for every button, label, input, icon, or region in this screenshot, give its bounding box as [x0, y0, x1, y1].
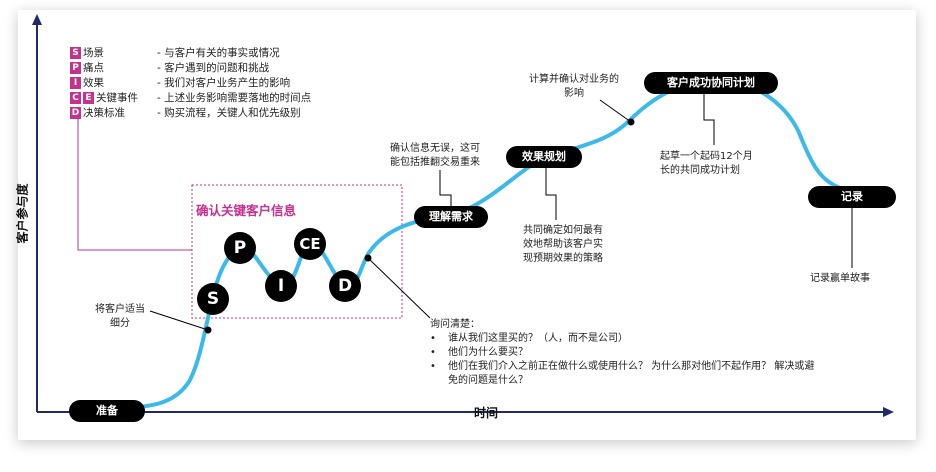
legend-desc: - 我们对客户业务产生的影响	[157, 77, 291, 89]
note-ask-title: 询问清楚：	[430, 319, 480, 330]
focus-box-title: 确认关键客户信息	[196, 203, 297, 218]
legend-row-i: I 效果 - 我们对客户业务产生的影响	[70, 75, 290, 90]
draft-connector	[703, 94, 715, 145]
note-draft-plan: 起草一个起码12个月 长的共同成功计划	[660, 150, 753, 178]
segment-connector	[149, 310, 209, 331]
x-axis-arrow	[883, 407, 894, 417]
legend-name: 痛点	[83, 62, 104, 74]
note-segment: 将客户适当 细分	[90, 303, 150, 331]
circle-i: I	[265, 270, 297, 302]
circle-s: S	[197, 283, 229, 315]
ask-connector	[367, 257, 431, 319]
legend-letter-i: I	[70, 76, 81, 89]
note-record-story: 记录赢单故事	[810, 273, 870, 284]
legend-letter-c: C	[70, 91, 81, 104]
circle-p: P	[224, 232, 256, 264]
ask-item: 他们为什么要买？	[430, 346, 830, 360]
segment-dot	[204, 326, 212, 334]
confirm-connector	[439, 170, 452, 207]
note-confirm-info: 确认信息无误，这可 能包括推翻交易重来	[390, 142, 480, 170]
ask-dot	[364, 254, 372, 262]
note-line: 将客户适当	[95, 304, 145, 315]
stage-success-plan: 客户成功协同计划	[644, 72, 778, 94]
legend-row-ce: C E 关键事件 - 上述业务影响需要落地的时间点	[70, 90, 311, 105]
focus-box	[191, 184, 403, 319]
legend-name: 决策标准	[83, 107, 125, 119]
legend-letter-e: E	[83, 91, 94, 104]
y-axis-arrow	[32, 14, 42, 25]
note-line: 共同确定如何最有	[523, 225, 603, 236]
legend-desc: - 与客户有关的事实或情况	[157, 47, 280, 59]
note-line: 长的共同成功计划	[660, 165, 740, 176]
note-line: 效地帮助该客户实	[523, 239, 603, 250]
calc-dot	[627, 118, 635, 126]
legend-desc: - 上述业务影响需要落地的时间点	[157, 92, 312, 104]
legend-name: 效果	[83, 77, 104, 89]
note-line: 确认信息无误，这可	[390, 143, 480, 154]
stage-prepare: 准备	[69, 400, 145, 422]
x-axis-label: 时间	[474, 406, 499, 420]
y-axis-label: 客户参与度	[15, 183, 30, 244]
legend-desc: - 客户遇到的问题和挑战	[157, 62, 270, 74]
note-line: 起草一个起码12个月	[660, 151, 753, 162]
joint-connector	[545, 168, 557, 220]
stage-record: 记录	[808, 186, 896, 208]
note-calc-impact: 计算并确认对业务的 影响	[524, 73, 624, 101]
stage-understand: 理解需求	[414, 206, 488, 228]
legend-desc: - 购买流程，关键人和优先级别	[157, 107, 301, 119]
circle-ce: CE	[294, 228, 326, 260]
note-line: 细分	[110, 318, 130, 329]
stage-plan: 效果规划	[506, 146, 582, 168]
legend-name: 关键事件	[96, 92, 138, 104]
circle-d: D	[329, 270, 361, 302]
note-line: 现预期效果的策略	[523, 253, 603, 264]
ask-item: 谁从我们这里买的？（人，而不是公司）	[430, 332, 830, 346]
note-line: 能包括推翻交易重来	[390, 157, 480, 168]
legend-letter-d: D	[70, 106, 81, 119]
legend-row-p: P 痛点 - 客户遇到的问题和挑战	[70, 60, 269, 75]
calc-connector	[599, 99, 632, 123]
legend-letter-p: P	[70, 61, 81, 74]
legend-name: 场景	[83, 47, 104, 59]
legend-letter-s: S	[70, 46, 81, 59]
ask-item: 他们在我们介入之前正在做什么或使用什么？ 为什么那对他们不起作用？ 解决或避免的…	[430, 360, 820, 388]
note-line: 计算并确认对业务的	[529, 74, 619, 85]
note-joint-define: 共同确定如何最有 效地帮助该客户实 现预期效果的策略	[523, 224, 603, 266]
legend-connector	[77, 118, 192, 251]
note-line: 影响	[564, 88, 584, 99]
note-ask: 询问清楚： 谁从我们这里买的？（人，而不是公司） 他们为什么要买？ 他们在我们介…	[430, 318, 830, 388]
legend-row-s: S 场景 - 与客户有关的事实或情况	[70, 45, 280, 60]
legend-row-d: D 决策标准 - 购买流程，关键人和优先级别	[70, 105, 301, 120]
ask-list: 谁从我们这里买的？（人，而不是公司） 他们为什么要买？ 他们在我们介入之前正在做…	[430, 332, 830, 388]
